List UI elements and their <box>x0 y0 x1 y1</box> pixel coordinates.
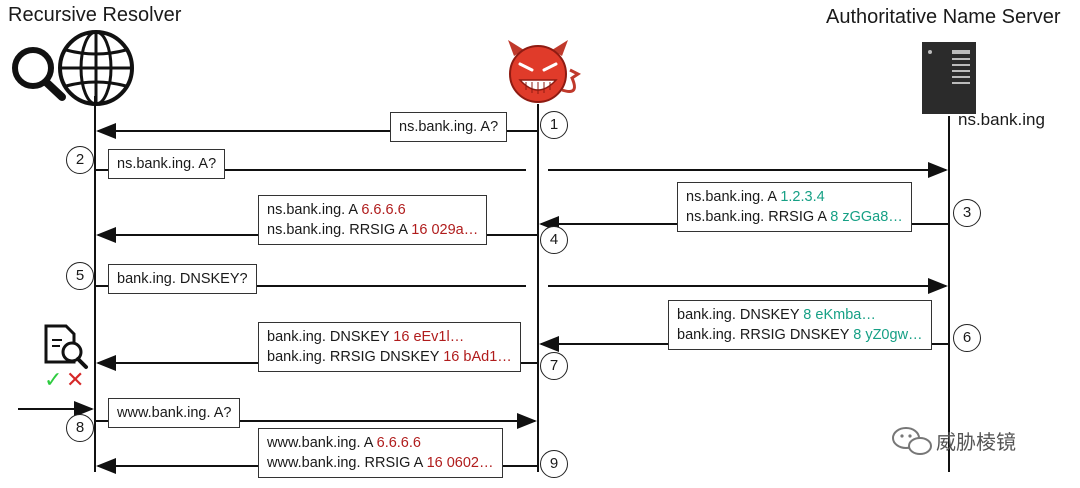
step-4: 4 <box>540 226 568 254</box>
record-value-green: 8 yZ0gw… <box>853 327 923 343</box>
record-text: ns.bank.ing. A? <box>399 119 499 135</box>
message-box-8: www.bank.ing. A? <box>108 398 241 428</box>
record-value-red: 16 bAd1… <box>443 349 512 365</box>
message-line: ns.bank.ing. A 6.6.6.6 <box>267 200 478 220</box>
message-line: bank.ing. DNSKEY 8 eKmba… <box>677 305 923 325</box>
record-text: ns.bank.ing. A? <box>117 156 217 172</box>
record-value-green: 8 zGGa8… <box>830 209 903 225</box>
record-value-green: 1.2.3.4 <box>780 189 825 205</box>
message-line: ns.bank.ing. RRSIG A 16 029a… <box>267 220 478 240</box>
record-text: bank.ing. RRSIG DNSKEY <box>267 349 444 365</box>
record-value-red: 6.6.6.6 <box>376 435 421 451</box>
record-text: ns.bank.ing. RRSIG A <box>267 222 412 238</box>
server-name-label: ns.bank.ing <box>958 110 1045 129</box>
message-box-2: ns.bank.ing. A? <box>108 149 226 179</box>
message-line: www.bank.ing. A 6.6.6.6 <box>267 433 494 453</box>
record-value-green: 8 eKmba… <box>803 307 876 323</box>
magnifier-globe-icon <box>12 30 134 106</box>
message-line: www.bank.ing. RRSIG A 16 0602… <box>267 453 494 473</box>
record-text: ns.bank.ing. RRSIG A <box>686 209 831 225</box>
step-1: 1 <box>540 111 568 139</box>
record-value-red: 16 029a… <box>411 222 479 238</box>
step-8: 8 <box>66 414 94 442</box>
message-line: ns.bank.ing. A? <box>399 117 498 137</box>
authoritative-server-title: Authoritative Name Server <box>826 6 1061 28</box>
record-text: bank.ing. DNSKEY <box>267 329 394 345</box>
step-7: 7 <box>540 352 568 380</box>
step-3: 3 <box>953 199 981 227</box>
step-2: 2 <box>66 146 94 174</box>
message-box-1: ns.bank.ing. A? <box>390 112 508 142</box>
message-box-5: bank.ing. DNSKEY? <box>108 264 257 294</box>
record-text: bank.ing. DNSKEY? <box>117 271 248 287</box>
step-6: 6 <box>953 324 981 352</box>
record-text: ns.bank.ing. A <box>686 189 781 205</box>
record-value-red: 6.6.6.6 <box>361 202 406 218</box>
step-9: 9 <box>540 450 568 478</box>
message-line: www.bank.ing. A? <box>117 403 231 423</box>
devil-face-icon <box>508 40 581 103</box>
record-value-red: 16 0602… <box>426 455 494 471</box>
resolver-title: Recursive Resolver <box>8 4 182 26</box>
record-text: bank.ing. RRSIG DNSKEY <box>677 327 854 343</box>
check-mark-icon: ✓ <box>44 367 63 392</box>
watermark-text: 威胁棱镜 <box>936 432 1016 454</box>
message-line: bank.ing. RRSIG DNSKEY 8 yZ0gw… <box>677 325 923 345</box>
record-text: www.bank.ing. A <box>267 435 377 451</box>
step-5: 5 <box>66 262 94 290</box>
chat-bubble-icon <box>892 427 932 455</box>
record-text: www.bank.ing. A? <box>117 405 232 421</box>
record-text: www.bank.ing. RRSIG A <box>267 455 427 471</box>
message-box-7: bank.ing. DNSKEY 16 eEv1l…bank.ing. RRSI… <box>258 322 521 372</box>
message-line: bank.ing. RRSIG DNSKEY 16 bAd1… <box>267 347 512 367</box>
message-box-6: bank.ing. DNSKEY 8 eKmba…bank.ing. RRSIG… <box>668 300 932 350</box>
server-rack-icon <box>922 42 976 114</box>
message-line: bank.ing. DNSKEY? <box>117 269 248 289</box>
message-line: ns.bank.ing. A 1.2.3.4 <box>686 187 903 207</box>
record-value-red: 16 eEv1l… <box>393 329 465 345</box>
record-text: bank.ing. DNSKEY <box>677 307 804 323</box>
message-line: ns.bank.ing. RRSIG A 8 zGGa8… <box>686 207 903 227</box>
message-line: bank.ing. DNSKEY 16 eEv1l… <box>267 327 512 347</box>
message-line: ns.bank.ing. A? <box>117 154 216 174</box>
cross-mark-icon: ✕ <box>66 367 85 392</box>
record-text: ns.bank.ing. A <box>267 202 362 218</box>
document-inspect-icon <box>44 324 88 369</box>
